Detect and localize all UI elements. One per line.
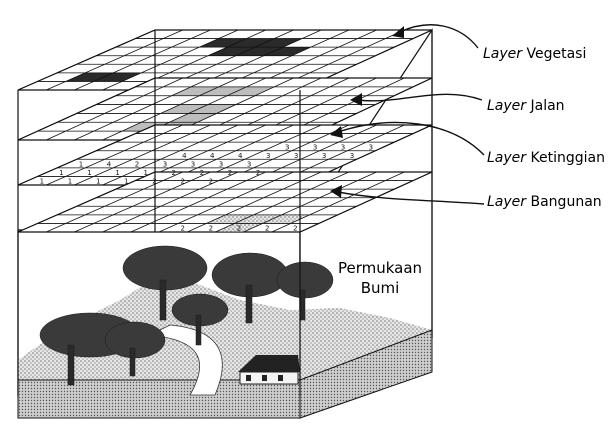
elevation-value: 3 [266,152,270,160]
elevation-value: 1 [115,169,119,177]
elevation-value: 4 [107,161,112,169]
elevation-value: 2 [228,169,232,177]
arrow-bangunan [337,191,485,205]
label-bangunan: Layer Bangunan [487,194,602,210]
grid-cell-shaded [207,47,256,56]
elevation-value: 1 [40,178,44,186]
ground-front-strip [17,379,301,419]
elevation-value: 1 [96,178,100,186]
elevation-value: 4 [182,152,187,160]
grid-cell-shaded [262,214,310,224]
elevation-value: 1 [124,178,128,186]
arrow-jalan [357,93,483,102]
arrow-ketinggian [337,121,485,156]
elevation-value: 4 [238,152,243,160]
grid-cell-shaded [199,38,247,48]
trees [39,245,334,386]
building-value: 2 [293,225,297,233]
elevation-value: 1 [143,169,147,177]
elevation-value: 1 [59,169,63,177]
elevation-value: 3 [247,161,251,169]
elevation-value: 3 [191,161,195,169]
label-ketinggian: Layer Ketinggian [487,150,605,166]
label-surface: Permukaan Bumi [330,258,430,298]
elevation-value: 2 [180,178,184,186]
grid-cell-shaded [169,113,217,123]
label-jalan: Layer Jalan [487,98,565,114]
elevation-value: 3 [285,143,289,151]
grid-cell-shaded [199,86,247,96]
elevation-value: 2 [200,169,204,177]
elevation-value: 3 [163,161,167,169]
grid-cell-shaded [206,214,254,224]
label-vegetasi: Layer Vegetasi [483,46,587,62]
layer-bangunan [17,171,433,233]
grid-cell-shaded [65,72,114,82]
ground-side-strip [299,329,433,419]
grid-cell-shaded [235,47,283,56]
elevation-value: 3 [369,143,373,151]
elevation-value: 3 [322,152,326,160]
elevation-value: 3 [219,161,223,169]
building-value: 2 [180,225,184,233]
layer-ketinggian [17,124,433,186]
building-value: 2 [265,225,269,233]
building-value: 2 [209,225,213,233]
grid-cell-shaded [160,104,208,114]
house-icon [238,355,300,385]
elevation-value: 2 [152,178,156,186]
grid-cell-shaded [227,86,275,96]
arrows [330,24,485,205]
elevation-value: 2 [172,169,176,177]
grid-cell-shaded [255,38,303,48]
elevation-value: 1 [79,161,83,169]
elevation-value: 1 [68,178,72,186]
arrow-vegetasi [399,24,479,49]
label-surface-line2: Bumi [360,279,400,297]
elevation-value: 3 [313,143,317,151]
grid-cell-shaded [188,104,236,114]
label-surface-line1: Permukaan [337,259,423,277]
grid-cell-shaded [263,47,311,56]
grid-cell-shaded [171,86,219,96]
grid-cell-shaded [227,38,275,48]
grid-cell-shaded [93,72,142,82]
elevation-value: 3 [294,152,298,160]
elevation-value: 2 [209,178,213,186]
hill-terrain [18,275,432,396]
elevation-value: 1 [87,169,91,177]
elevation-value: 4 [210,152,215,160]
elevation-value: 2 [256,169,260,177]
building-value: 2 [237,225,241,233]
grid-cell-shaded [234,214,282,224]
elevation-value: 2 [135,161,139,169]
elevation-value: 3 [350,152,354,160]
layer-vegetasi [17,29,433,91]
grid-cell-shaded [215,223,263,232]
elevation-value: 3 [341,143,345,151]
